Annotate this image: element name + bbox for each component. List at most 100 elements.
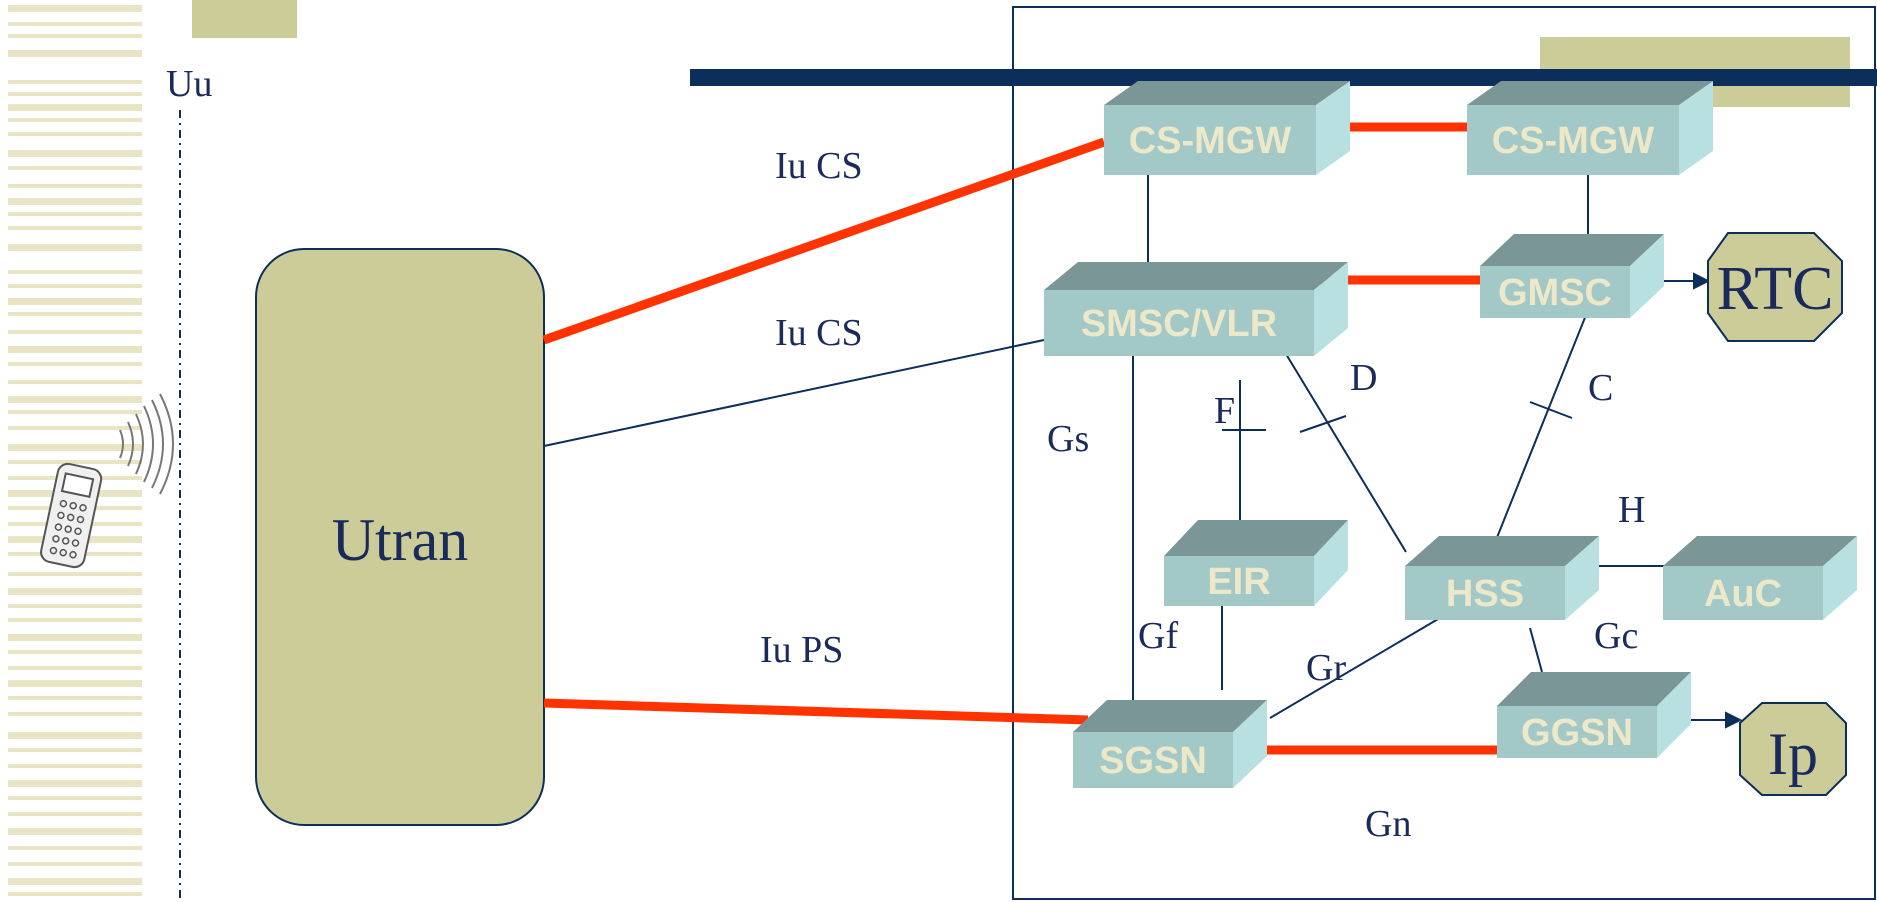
stripe — [8, 444, 142, 451]
stripe — [8, 572, 142, 576]
core-network-frame — [1012, 6, 1876, 900]
label-gn: Gn — [1365, 803, 1411, 845]
stripe — [8, 34, 142, 38]
stripe — [8, 588, 142, 595]
box-face — [1467, 105, 1679, 175]
box-face — [1405, 566, 1565, 620]
label-h: H — [1618, 489, 1645, 531]
stripe — [8, 104, 142, 111]
node-label: SGSN — [1099, 740, 1207, 782]
node-hss: HSS — [1405, 536, 1599, 620]
link-gmsc-hss — [1495, 309, 1589, 541]
node-eir: EIR — [1164, 520, 1348, 606]
box-side — [1233, 700, 1267, 788]
stripe — [8, 92, 142, 96]
box-face — [1073, 732, 1233, 788]
node-auc: AuC — [1663, 536, 1857, 620]
box-top — [1480, 234, 1664, 266]
node-cs-mgw-2: CS-MGW — [1467, 81, 1713, 175]
label-uu: Uu — [166, 63, 212, 105]
radio-waves-icon — [119, 393, 174, 495]
stripe — [8, 650, 142, 654]
node-label: EIR — [1207, 561, 1270, 603]
stripe — [8, 604, 142, 608]
node-cs-mgw-1: CS-MGW — [1104, 81, 1350, 175]
stripe — [8, 426, 142, 430]
stripe — [8, 828, 142, 835]
stripe — [8, 680, 142, 687]
label-c: C — [1588, 367, 1613, 409]
utran-label: Utran — [332, 507, 469, 573]
node-smsc-vlr: SMSC/VLR — [1044, 262, 1348, 356]
red-links — [542, 122, 1497, 755]
stripe — [8, 892, 142, 896]
box-face — [1663, 566, 1823, 620]
label-f: F — [1214, 390, 1235, 432]
stripe — [8, 298, 142, 305]
stripe — [8, 878, 142, 885]
box-face — [1480, 266, 1630, 318]
stripe — [8, 618, 142, 622]
label-iu-ps: Iu PS — [760, 629, 843, 671]
box-top — [1497, 672, 1691, 706]
stripe — [8, 226, 142, 230]
box-face — [1497, 706, 1657, 758]
link-utran-csmgw — [542, 137, 1106, 345]
stripe — [8, 732, 142, 739]
box-side — [1823, 536, 1857, 620]
stripe — [8, 796, 142, 800]
link-smsc-hss — [1285, 353, 1407, 553]
box-side — [1314, 262, 1348, 356]
stripe — [8, 50, 142, 57]
stripe — [8, 5, 142, 12]
stripe — [8, 634, 142, 641]
label-gs: Gs — [1047, 418, 1089, 460]
label-iu-cs-2: Iu CS — [775, 312, 863, 354]
node-label: SMSC/VLR — [1081, 303, 1277, 345]
stripe — [8, 780, 142, 787]
box-side — [1657, 672, 1691, 758]
arrow-head-rtc — [1693, 272, 1711, 290]
rtc-label: RTC — [1717, 255, 1834, 323]
stripe — [8, 284, 142, 288]
ip-octagon — [1739, 702, 1847, 796]
stripe — [8, 362, 142, 366]
stripe — [8, 460, 142, 464]
stripe — [8, 696, 142, 700]
stripe — [8, 380, 142, 384]
tick-c — [1529, 401, 1573, 419]
link-hss-sgsn — [1269, 611, 1451, 719]
node-boxes: CS-MGW CS-MGW SMSC/VLR GMSC EIR HSS AuC SGSN GGS… — [1044, 81, 1857, 788]
stripe — [8, 812, 142, 816]
stripe — [8, 846, 142, 850]
tick-d — [1299, 415, 1347, 433]
box-top — [1164, 520, 1348, 556]
stripe — [8, 410, 142, 414]
box-side — [1316, 81, 1350, 175]
stripe — [8, 764, 142, 768]
node-label: HSS — [1446, 573, 1524, 615]
stripe — [8, 212, 142, 216]
arrow-head-ip — [1725, 711, 1743, 729]
stripe — [8, 244, 142, 251]
signalling-links — [543, 175, 1664, 719]
node-label: GMSC — [1498, 272, 1612, 314]
box-face — [1104, 105, 1316, 175]
box-face — [1044, 290, 1314, 356]
stripe — [8, 132, 142, 136]
rtc-octagon — [1707, 232, 1843, 342]
node-gmsc: GMSC — [1480, 234, 1664, 318]
node-label: CS-MGW — [1129, 120, 1292, 162]
stripe — [8, 118, 142, 122]
stripe — [8, 396, 142, 403]
stripe — [8, 748, 142, 752]
stripe — [8, 862, 142, 866]
stripe — [8, 166, 142, 170]
node-ggsn: GGSN — [1497, 672, 1691, 758]
label-d: D — [1350, 357, 1377, 399]
box-top — [1405, 536, 1599, 566]
label-iu-cs-1: Iu CS — [775, 145, 863, 187]
box-top — [1073, 700, 1267, 732]
box-side — [1630, 234, 1664, 318]
